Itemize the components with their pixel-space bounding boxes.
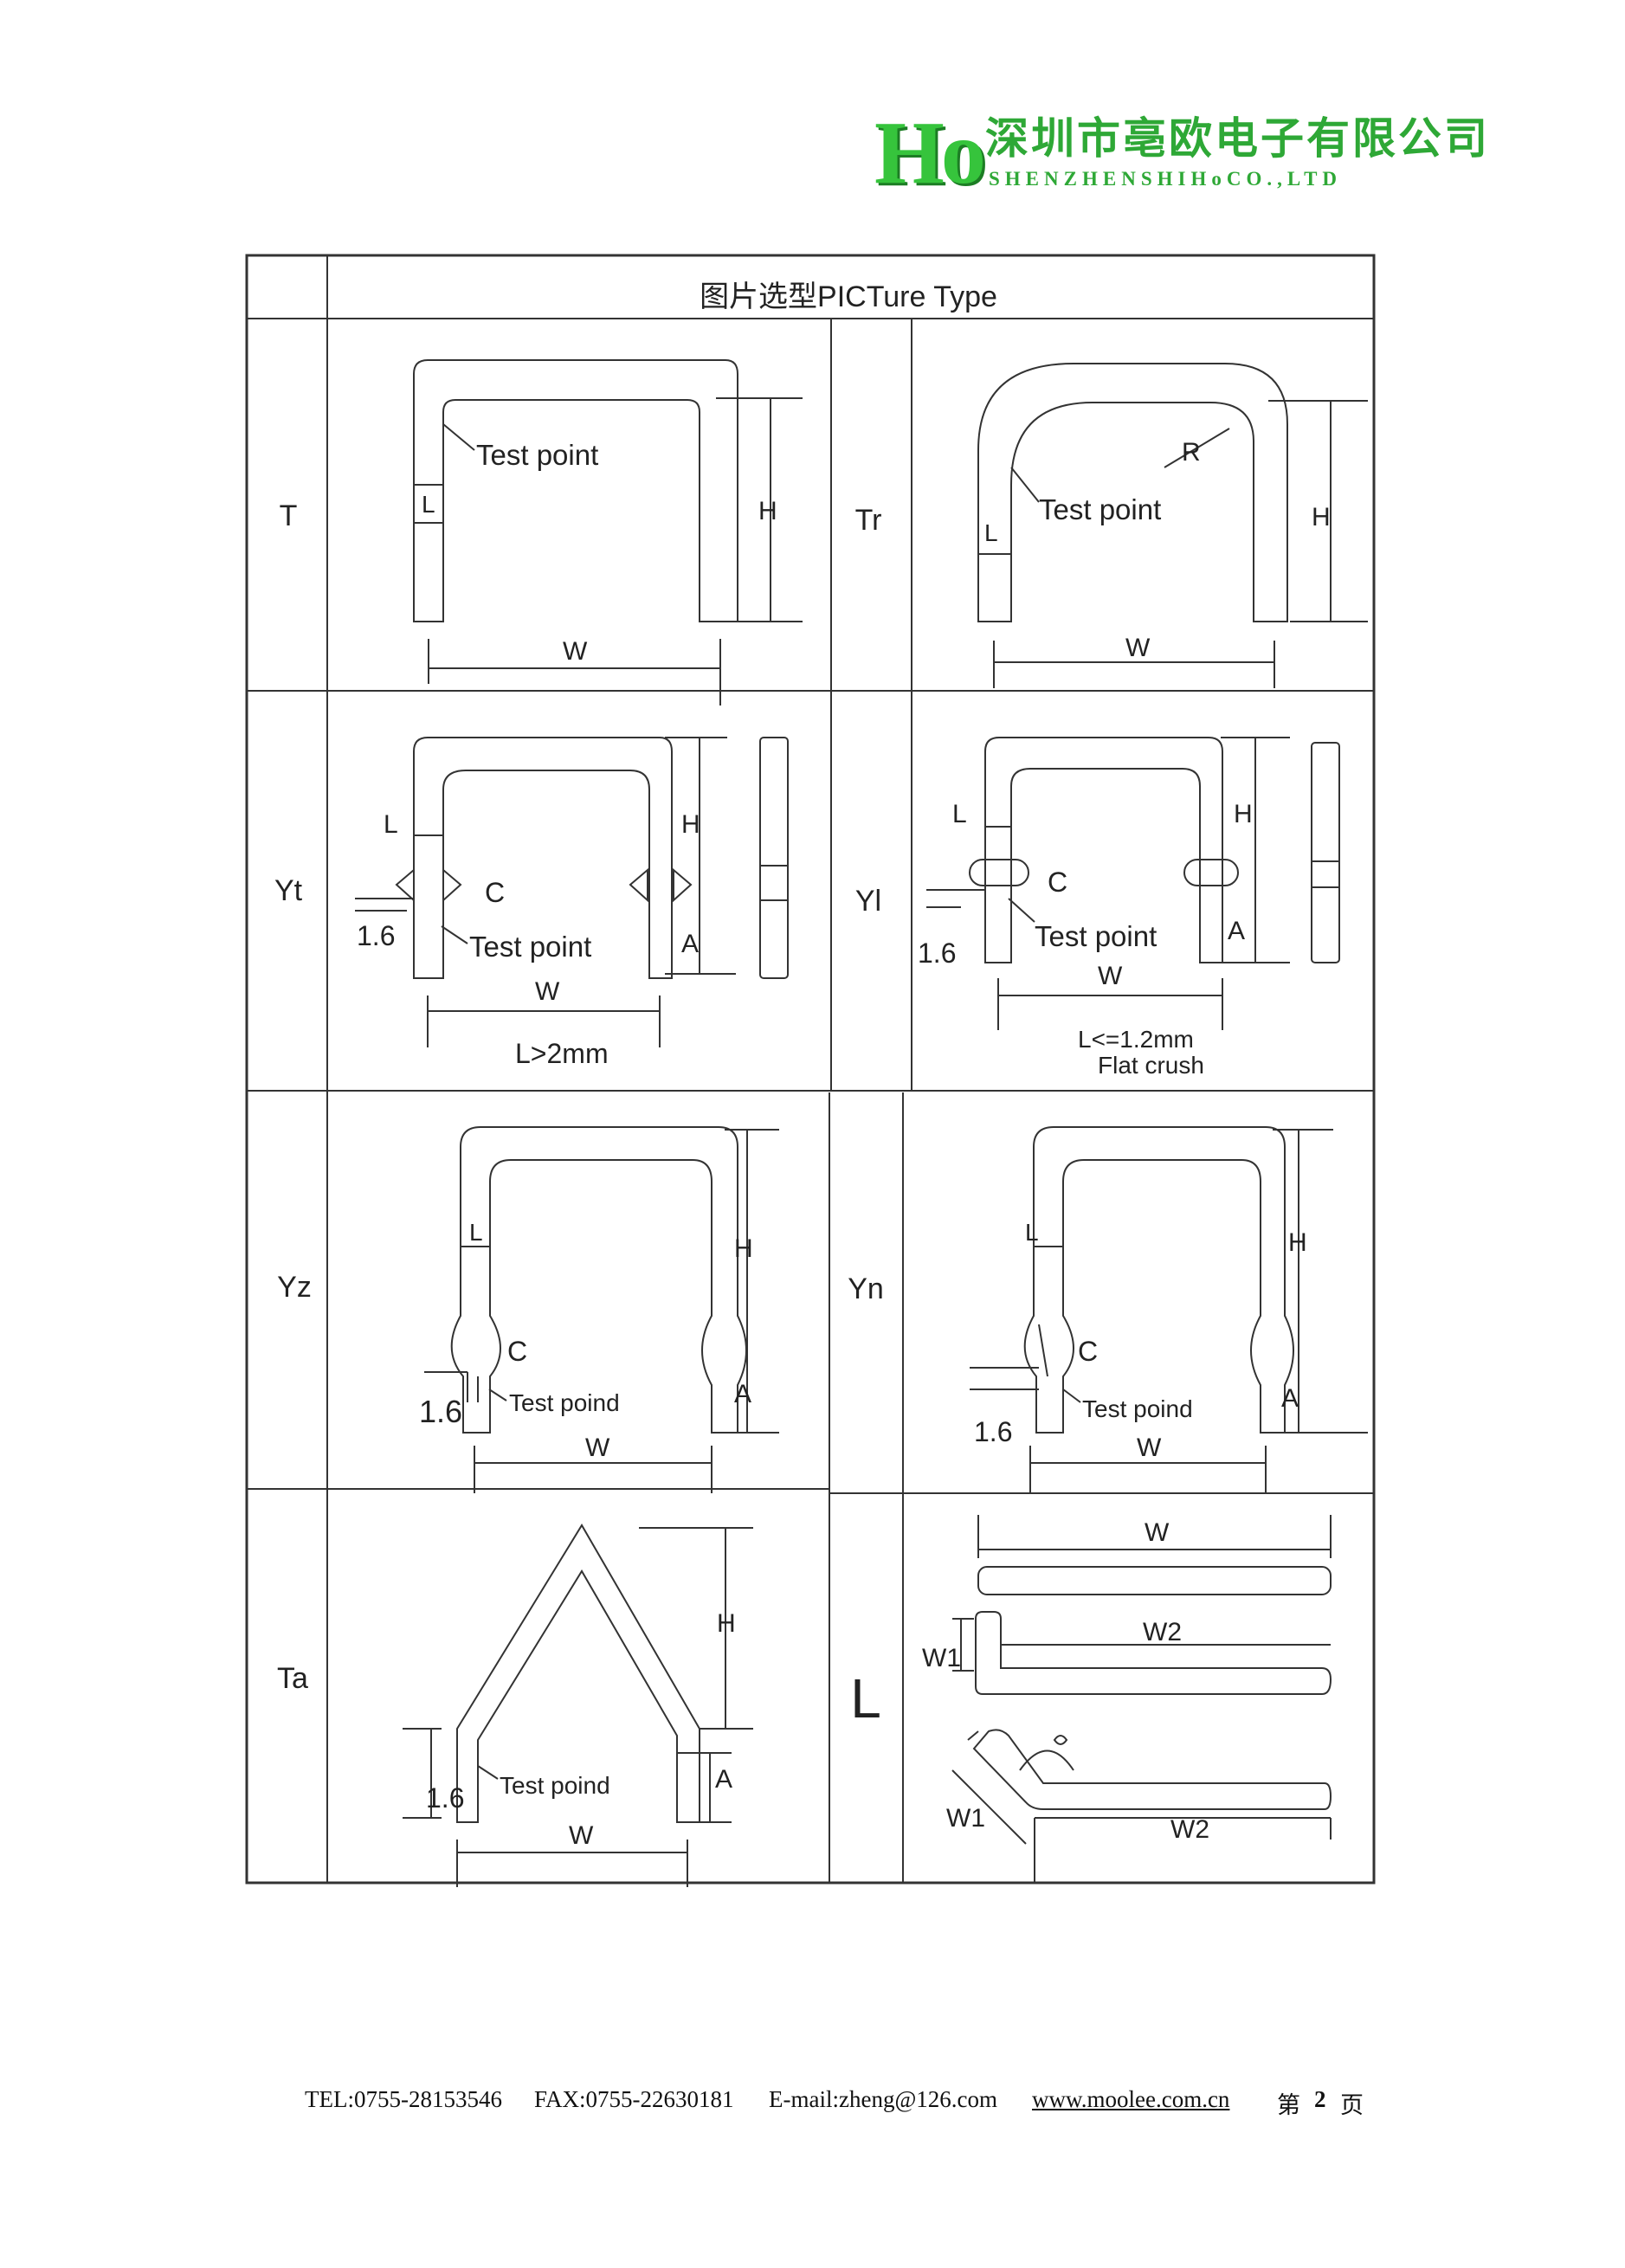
row-label-yz: Yz	[277, 1271, 312, 1304]
label-tr-w: W	[1125, 634, 1151, 662]
footer-page-suffix: 页	[1340, 2092, 1364, 2118]
label-t-l: L	[422, 491, 435, 518]
label-tr-h: H	[1312, 503, 1331, 532]
label-yz-h: H	[734, 1234, 753, 1263]
label-l-w2b: W2	[1170, 1815, 1209, 1844]
label-tr-r: R	[1182, 438, 1201, 467]
label-yn-a: A	[1281, 1384, 1299, 1413]
diagram-yl	[926, 737, 1340, 1030]
table-title: 图片选型PICTure Type	[700, 280, 997, 313]
row-label-yn: Yn	[848, 1273, 884, 1305]
label-yz-w: W	[585, 1434, 610, 1462]
label-ta-pitch: 1.6	[426, 1782, 464, 1814]
diagram-yz	[424, 1126, 779, 1493]
label-yl-pitch: 1.6	[918, 937, 956, 969]
resistor-outline-yl	[984, 737, 1223, 963]
lead-straight	[977, 1566, 1332, 1595]
label-yl-h: H	[1234, 800, 1253, 828]
row-label-l: L	[850, 1667, 881, 1730]
diagram-yt	[355, 737, 789, 1047]
label-yt-l: L	[384, 810, 398, 839]
label-yz-c: C	[507, 1336, 527, 1367]
label-yl-c: C	[1048, 867, 1067, 898]
diagram-t	[413, 359, 803, 706]
label-ta-w: W	[569, 1821, 594, 1850]
label-yt-h: H	[681, 810, 700, 839]
row-label-yt: Yt	[274, 874, 303, 907]
label-yn-c: C	[1078, 1336, 1098, 1367]
footer-tel: TEL:0755-28153546	[305, 2086, 502, 2112]
label-yn-test-point: Test poind	[1082, 1395, 1193, 1422]
label-yz-pitch: 1.6	[419, 1394, 462, 1429]
label-yt-w: W	[535, 977, 560, 1006]
company-name-en: SHENZHENSHIHoCO.,LTD	[989, 168, 1343, 190]
label-yn-h: H	[1288, 1228, 1307, 1257]
label-yz-l: L	[469, 1219, 483, 1246]
logo-mark: Ho	[874, 103, 986, 203]
diagram-l	[951, 1515, 1332, 1883]
row-label-tr: Tr	[854, 504, 882, 537]
label-yl-l: L	[952, 800, 967, 828]
label-yn-pitch: 1.6	[974, 1416, 1012, 1447]
label-l-w1: W1	[922, 1644, 961, 1672]
label-yl-note1: L<=1.2mm	[1078, 1026, 1194, 1053]
diagram-yn	[970, 1126, 1368, 1493]
label-ta-test-point: Test poind	[500, 1772, 610, 1799]
lead-l-bend	[975, 1611, 1332, 1695]
diagram-ta	[403, 1524, 753, 1887]
label-ta-h: H	[717, 1609, 736, 1638]
label-yn-l: L	[1025, 1219, 1039, 1246]
label-l-w1b: W1	[946, 1804, 985, 1833]
label-yt-pitch: 1.6	[357, 920, 395, 951]
footer-fax: FAX:0755-22630181	[534, 2086, 734, 2112]
row-label-ta: Ta	[277, 1662, 308, 1695]
label-yt-a: A	[681, 930, 699, 958]
company-logo: Ho 深圳市亳欧电子有限公司 SHENZHENSHIHoCO.,LTD	[874, 103, 1487, 203]
company-name-cn: 深圳市亳欧电子有限公司	[985, 113, 1490, 164]
footer-page-prefix: 第	[1277, 2092, 1300, 2118]
diagram-tr	[977, 363, 1368, 688]
label-yt-c: C	[485, 877, 505, 908]
page-footer: TEL:0755-28153546 FAX:0755-22630181 E-ma…	[0, 2086, 1625, 2121]
label-yl-w: W	[1098, 962, 1123, 990]
label-yt-test-point: Test point	[469, 931, 591, 963]
label-t-h: H	[758, 497, 777, 525]
resistor-outline-yt	[413, 737, 673, 979]
lead-angled	[972, 1729, 1332, 1810]
label-ta-a: A	[715, 1765, 732, 1794]
label-yz-test-point: Test poind	[509, 1389, 620, 1416]
footer-page-number: 2	[1314, 2086, 1326, 2112]
label-yt-note: L>2mm	[515, 1038, 609, 1069]
row-label-yl: Yl	[854, 885, 882, 918]
label-yn-w: W	[1137, 1434, 1162, 1462]
label-t-test-point: Test point	[476, 439, 598, 471]
label-yl-note2: Flat crush	[1098, 1052, 1204, 1079]
label-tr-test-point: Test point	[1039, 493, 1161, 525]
label-t-w: W	[563, 637, 588, 666]
label-l-w2: W2	[1143, 1618, 1182, 1646]
label-yz-a: A	[734, 1380, 751, 1408]
label-l-w: W	[1145, 1518, 1170, 1547]
label-tr-l: L	[984, 519, 998, 546]
row-label-t: T	[279, 499, 298, 532]
footer-website-link[interactable]: www.moolee.com.cn	[1032, 2086, 1230, 2112]
label-yl-test-point: Test point	[1035, 920, 1157, 952]
label-yl-a: A	[1228, 917, 1245, 945]
footer-email: E-mail:zheng@126.com	[769, 2086, 998, 2112]
resistor-outline-yn	[1023, 1126, 1294, 1434]
resistor-outline-yz	[450, 1126, 747, 1434]
table-grid	[245, 254, 1376, 1885]
resistor-outline-tr	[977, 363, 1288, 622]
resistor-outline-t	[413, 359, 738, 622]
